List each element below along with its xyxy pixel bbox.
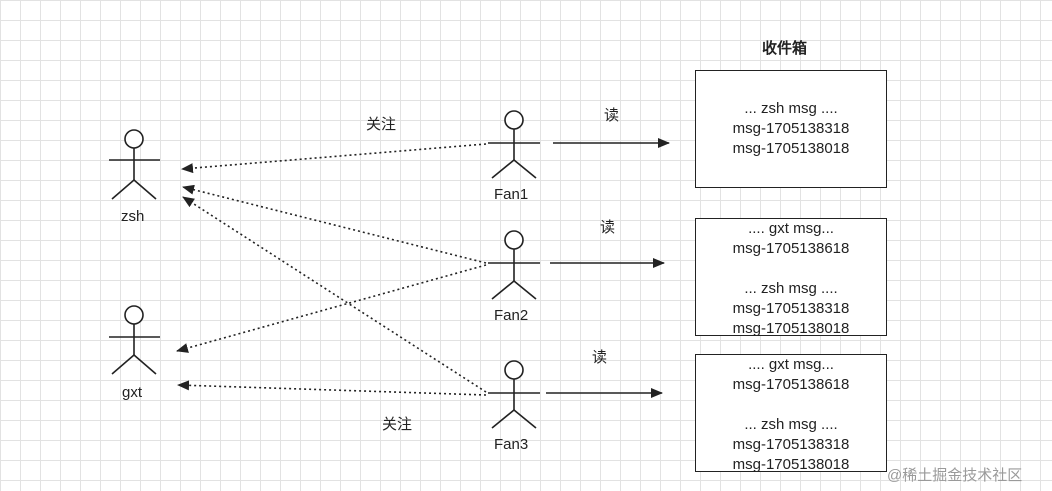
edge-fan1-follows-zsh xyxy=(181,143,487,174)
inbox-line: ... zsh msg .... xyxy=(744,280,838,297)
inbox-line: msg-1705138618 xyxy=(732,240,850,257)
watermark-text: @稀土掘金技术社区 xyxy=(887,467,1023,484)
actor-fan2-label: Fan2 xyxy=(494,307,529,324)
inbox-line xyxy=(696,395,886,415)
actor-fan2-figure xyxy=(488,230,540,300)
inbox-box-fan2: .... gxt msg... msg-1705138618 ... zsh m… xyxy=(695,218,887,337)
inbox-box-fan1: ... zsh msg .... msg-1705138318 msg-1705… xyxy=(695,70,887,188)
inbox-line: msg-1705138018 xyxy=(732,320,850,337)
inbox-line xyxy=(696,159,886,179)
inbox-line: msg-1705138018 xyxy=(732,140,850,157)
actor-gxt-figure xyxy=(109,305,160,375)
actor-zsh-figure xyxy=(109,129,160,200)
inbox-line: msg-1705138318 xyxy=(732,436,850,453)
actor-fan1-figure xyxy=(488,110,540,179)
inbox-line: msg-1705138018 xyxy=(732,456,850,473)
actor-fan3-figure xyxy=(488,360,540,429)
edge-fan2-follows-gxt xyxy=(176,264,487,353)
edge-fan3-follows-gxt xyxy=(177,380,487,396)
edge-fan2-follows-zsh xyxy=(182,184,487,264)
read-label-2: 读 xyxy=(600,219,616,236)
inbox-line: msg-1705138318 xyxy=(732,120,850,137)
inbox-line xyxy=(696,259,886,279)
read-label-3: 读 xyxy=(592,349,608,366)
inbox-line: msg-1705138618 xyxy=(732,376,850,393)
inbox-title: 收件箱 xyxy=(762,40,808,57)
actor-zsh-label: zsh xyxy=(121,208,145,225)
inbox-line: msg-1705138318 xyxy=(732,300,850,317)
actor-fan1-label: Fan1 xyxy=(494,186,529,203)
inbox-line: .... gxt msg... xyxy=(748,220,834,237)
inbox-line: ... zsh msg .... xyxy=(744,416,838,433)
inbox-box-fan3: .... gxt msg... msg-1705138618 ... zsh m… xyxy=(695,354,887,473)
actor-gxt-label: gxt xyxy=(122,384,143,401)
inbox-line: ... zsh msg .... xyxy=(744,100,838,117)
inbox-line: .... gxt msg... xyxy=(748,356,834,373)
actor-fan3-label: Fan3 xyxy=(494,436,529,453)
edge-fan3-follows-zsh xyxy=(182,196,487,393)
follow-label-bottom: 关注 xyxy=(382,416,413,433)
read-label-1: 读 xyxy=(604,107,620,124)
follow-label-top: 关注 xyxy=(366,116,397,133)
inbox-line xyxy=(696,79,886,99)
